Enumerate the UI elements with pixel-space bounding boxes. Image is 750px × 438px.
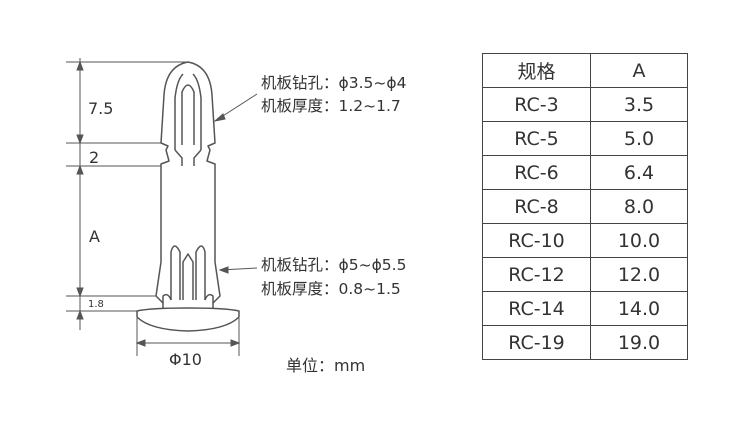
arrow-143-down <box>76 134 84 145</box>
lower-leg-right <box>195 245 206 300</box>
cell-a-value: 14.0 <box>590 291 688 326</box>
lower-leg-center <box>182 253 194 300</box>
cell-model: RC-10 <box>482 223 591 258</box>
callout-lower-line1: 机板钻孔：ϕ5~ϕ5.5 <box>261 256 406 274</box>
lower-leg-left <box>170 245 181 300</box>
cell-a-value: 12.0 <box>590 257 688 292</box>
dim-label-2: 2 <box>89 148 99 167</box>
upper-head-outline <box>160 61 216 170</box>
cell-a-value: 5.0 <box>590 121 688 156</box>
cell-a-value: 8.0 <box>590 189 688 224</box>
arrow-296-down <box>76 287 84 298</box>
callout-upper-line2: 机板厚度：1.2~1.7 <box>261 97 401 115</box>
cell-model: RC-6 <box>482 155 591 190</box>
upper-head-inner-left <box>174 73 184 150</box>
arrow-top-up <box>76 60 84 71</box>
upper-head-inner-right <box>192 73 202 150</box>
arrow-width-right <box>230 339 241 347</box>
head-neck-right <box>193 149 202 166</box>
header-spec: 规格 <box>482 53 591 88</box>
cell-model: RC-8 <box>482 189 591 224</box>
table-header-row: 规格 A <box>482 53 688 88</box>
body-shaft <box>155 170 221 304</box>
flange-joint <box>162 303 214 308</box>
leader-lower-arrow <box>218 266 229 274</box>
arrow-166-up <box>76 164 84 175</box>
callout-lower-line2: 机板厚度：0.8~1.5 <box>261 280 401 298</box>
arrow-width-left <box>135 339 146 347</box>
arrow-311-up <box>76 309 84 320</box>
cell-model: RC-14 <box>482 291 591 326</box>
dim-label-1-8: 1.8 <box>88 299 104 310</box>
base-flange <box>136 307 240 332</box>
header-a: A <box>590 53 688 88</box>
dim-label-width: Φ10 <box>169 350 202 369</box>
cell-model: RC-5 <box>482 121 591 156</box>
dim-label-a: A <box>89 227 100 246</box>
dim-label-7-5: 7.5 <box>88 99 113 118</box>
unit-label: 单位：mm <box>286 356 365 375</box>
head-neck-left <box>174 149 183 166</box>
cell-model: RC-19 <box>482 325 591 360</box>
dimension-lines <box>66 58 258 356</box>
cell-a-value: 10.0 <box>590 223 688 258</box>
upper-head-left-side <box>160 142 170 170</box>
spacer-diagram: 7.5 2 A 1.8 Φ10 机板钻孔：ϕ3.5~ϕ4 机板厚度：1.2~1.… <box>66 58 406 375</box>
cell-model: RC-12 <box>482 257 591 292</box>
cell-a-value: 6.4 <box>590 155 688 190</box>
upper-head-slot <box>181 84 195 145</box>
cell-a-value: 3.5 <box>590 87 688 122</box>
leader-upper-arrow <box>213 113 226 122</box>
cell-a-value: 19.0 <box>590 325 688 360</box>
cell-model: RC-3 <box>482 87 591 122</box>
callout-upper-line1: 机板钻孔：ϕ3.5~ϕ4 <box>261 74 406 92</box>
spacer-part-outline <box>136 61 240 332</box>
